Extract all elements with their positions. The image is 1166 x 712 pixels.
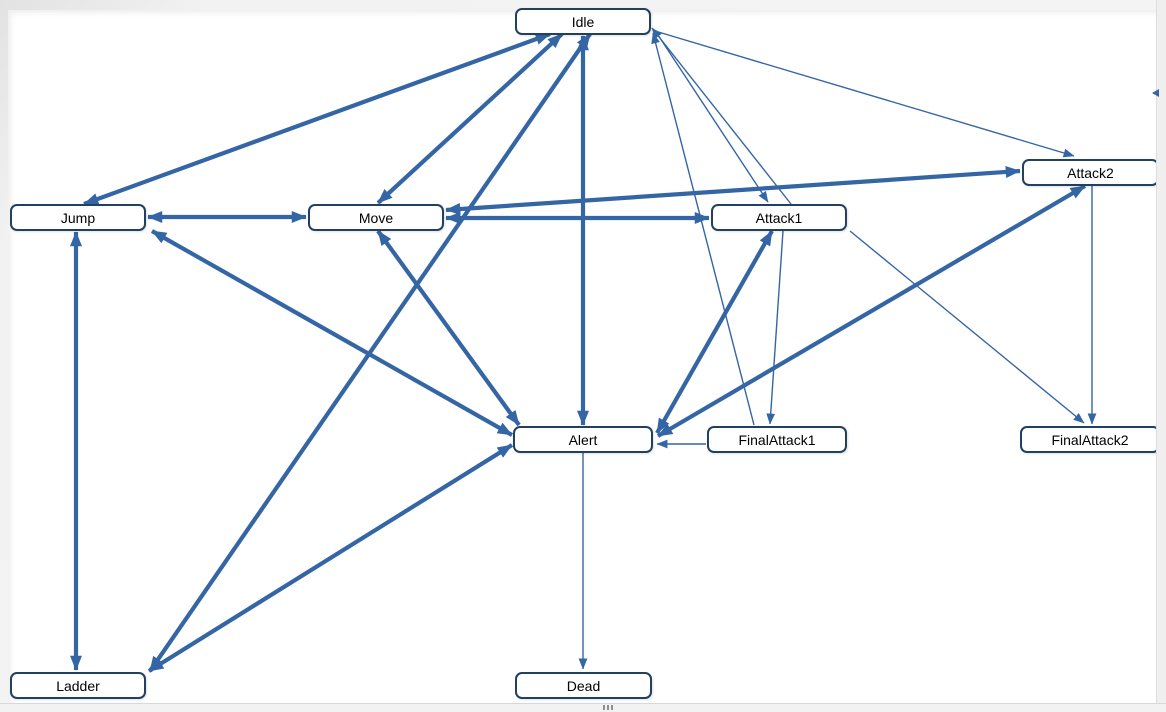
state-node-dead[interactable]: Dead [515,672,652,699]
state-node-jump[interactable]: Jump [10,204,146,231]
transition-attack1-to-finalattack1[interactable] [766,230,784,425]
state-node-idle[interactable]: Idle [515,8,651,35]
transition-alert-to-attack2[interactable] [656,184,1087,438]
collapse-panel-arrow-icon[interactable] [1152,89,1159,97]
transition-move-to-alert[interactable] [376,229,521,427]
state-node-attack2[interactable]: Attack2 [1022,159,1159,186]
state-node-alert[interactable]: Alert [513,426,653,453]
transition-ladder-to-alert[interactable] [147,443,514,673]
bottom-splitter-strip[interactable] [0,703,1166,712]
transition-idle-to-move[interactable] [376,32,564,205]
state-node-finalattack2[interactable]: FinalAttack2 [1020,426,1160,453]
transition-finalattack1-to-idle[interactable] [651,32,755,426]
state-node-finalattack1[interactable]: FinalAttack1 [707,426,847,453]
state-node-ladder[interactable]: Ladder [10,672,146,699]
transition-attack1-to-finalattack2[interactable] [849,230,1085,424]
state-node-move[interactable]: Move [308,204,444,231]
splitter-grip-icon[interactable] [603,705,613,710]
transition-idle-to-attack1[interactable] [657,34,769,203]
transition-idle-to-jump[interactable] [83,32,551,206]
transition-attack1-to-idle[interactable] [651,27,792,205]
right-splitter-strip[interactable] [1156,0,1166,703]
state-node-attack1[interactable]: Attack1 [711,204,847,231]
transition-idle-to-attack2[interactable] [654,30,1075,158]
